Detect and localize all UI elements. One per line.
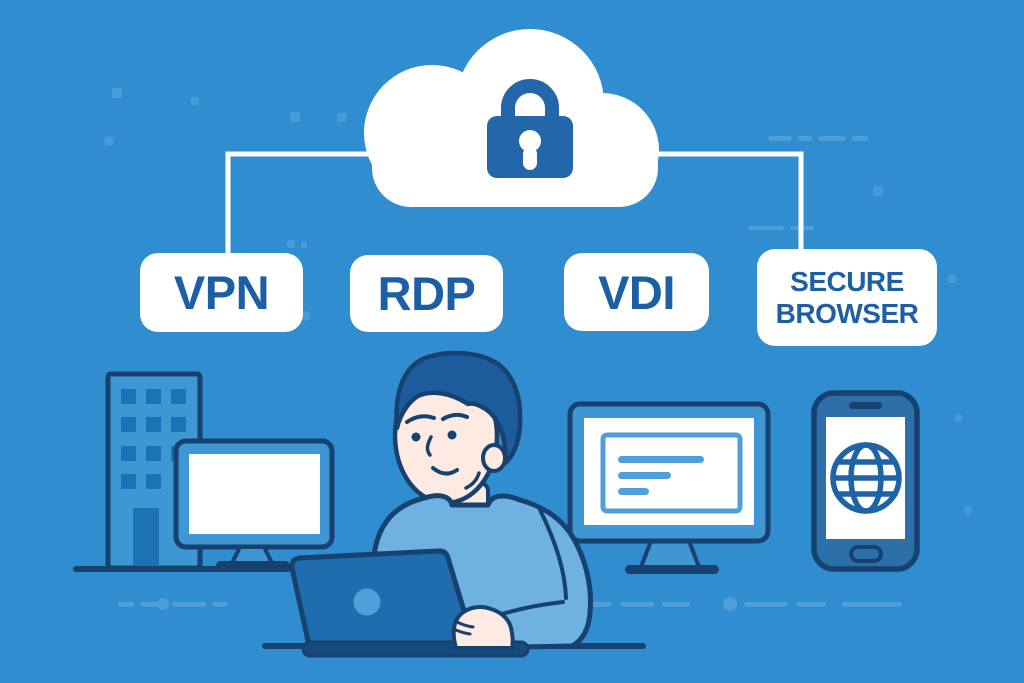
access-method-rdp: RDP <box>350 255 503 332</box>
document-text-lines <box>618 456 704 495</box>
connector-vpn <box>225 151 403 259</box>
access-method-vdi: VDI <box>564 253 709 331</box>
laptop-icon <box>289 548 530 658</box>
rdp-label: RDP <box>377 267 476 320</box>
hand <box>451 604 515 650</box>
monitor-screen <box>189 454 320 534</box>
globe-icon <box>830 442 902 514</box>
connector-secure-browser <box>597 151 804 255</box>
desktop-monitor-icon <box>173 438 335 570</box>
phone-speaker <box>849 402 882 409</box>
laptop-lid <box>289 548 474 651</box>
connector-lines <box>225 151 804 259</box>
access-method-secure-browser: SECURE BROWSER <box>757 249 937 346</box>
laptop-logo <box>353 588 381 616</box>
hair <box>394 350 523 466</box>
padlock-icon <box>487 79 573 178</box>
document-monitor-icon <box>567 401 771 574</box>
facial-features <box>405 412 481 490</box>
building-door <box>133 508 159 566</box>
phone-home-button <box>849 545 883 563</box>
secure-browser-label: SECURE BROWSER <box>775 266 919 329</box>
vdi-label: VDI <box>598 265 675 319</box>
vpn-label: VPN <box>173 266 270 319</box>
ear <box>481 443 507 473</box>
smartphone-icon <box>811 390 920 572</box>
access-method-vpn: VPN <box>140 253 303 332</box>
